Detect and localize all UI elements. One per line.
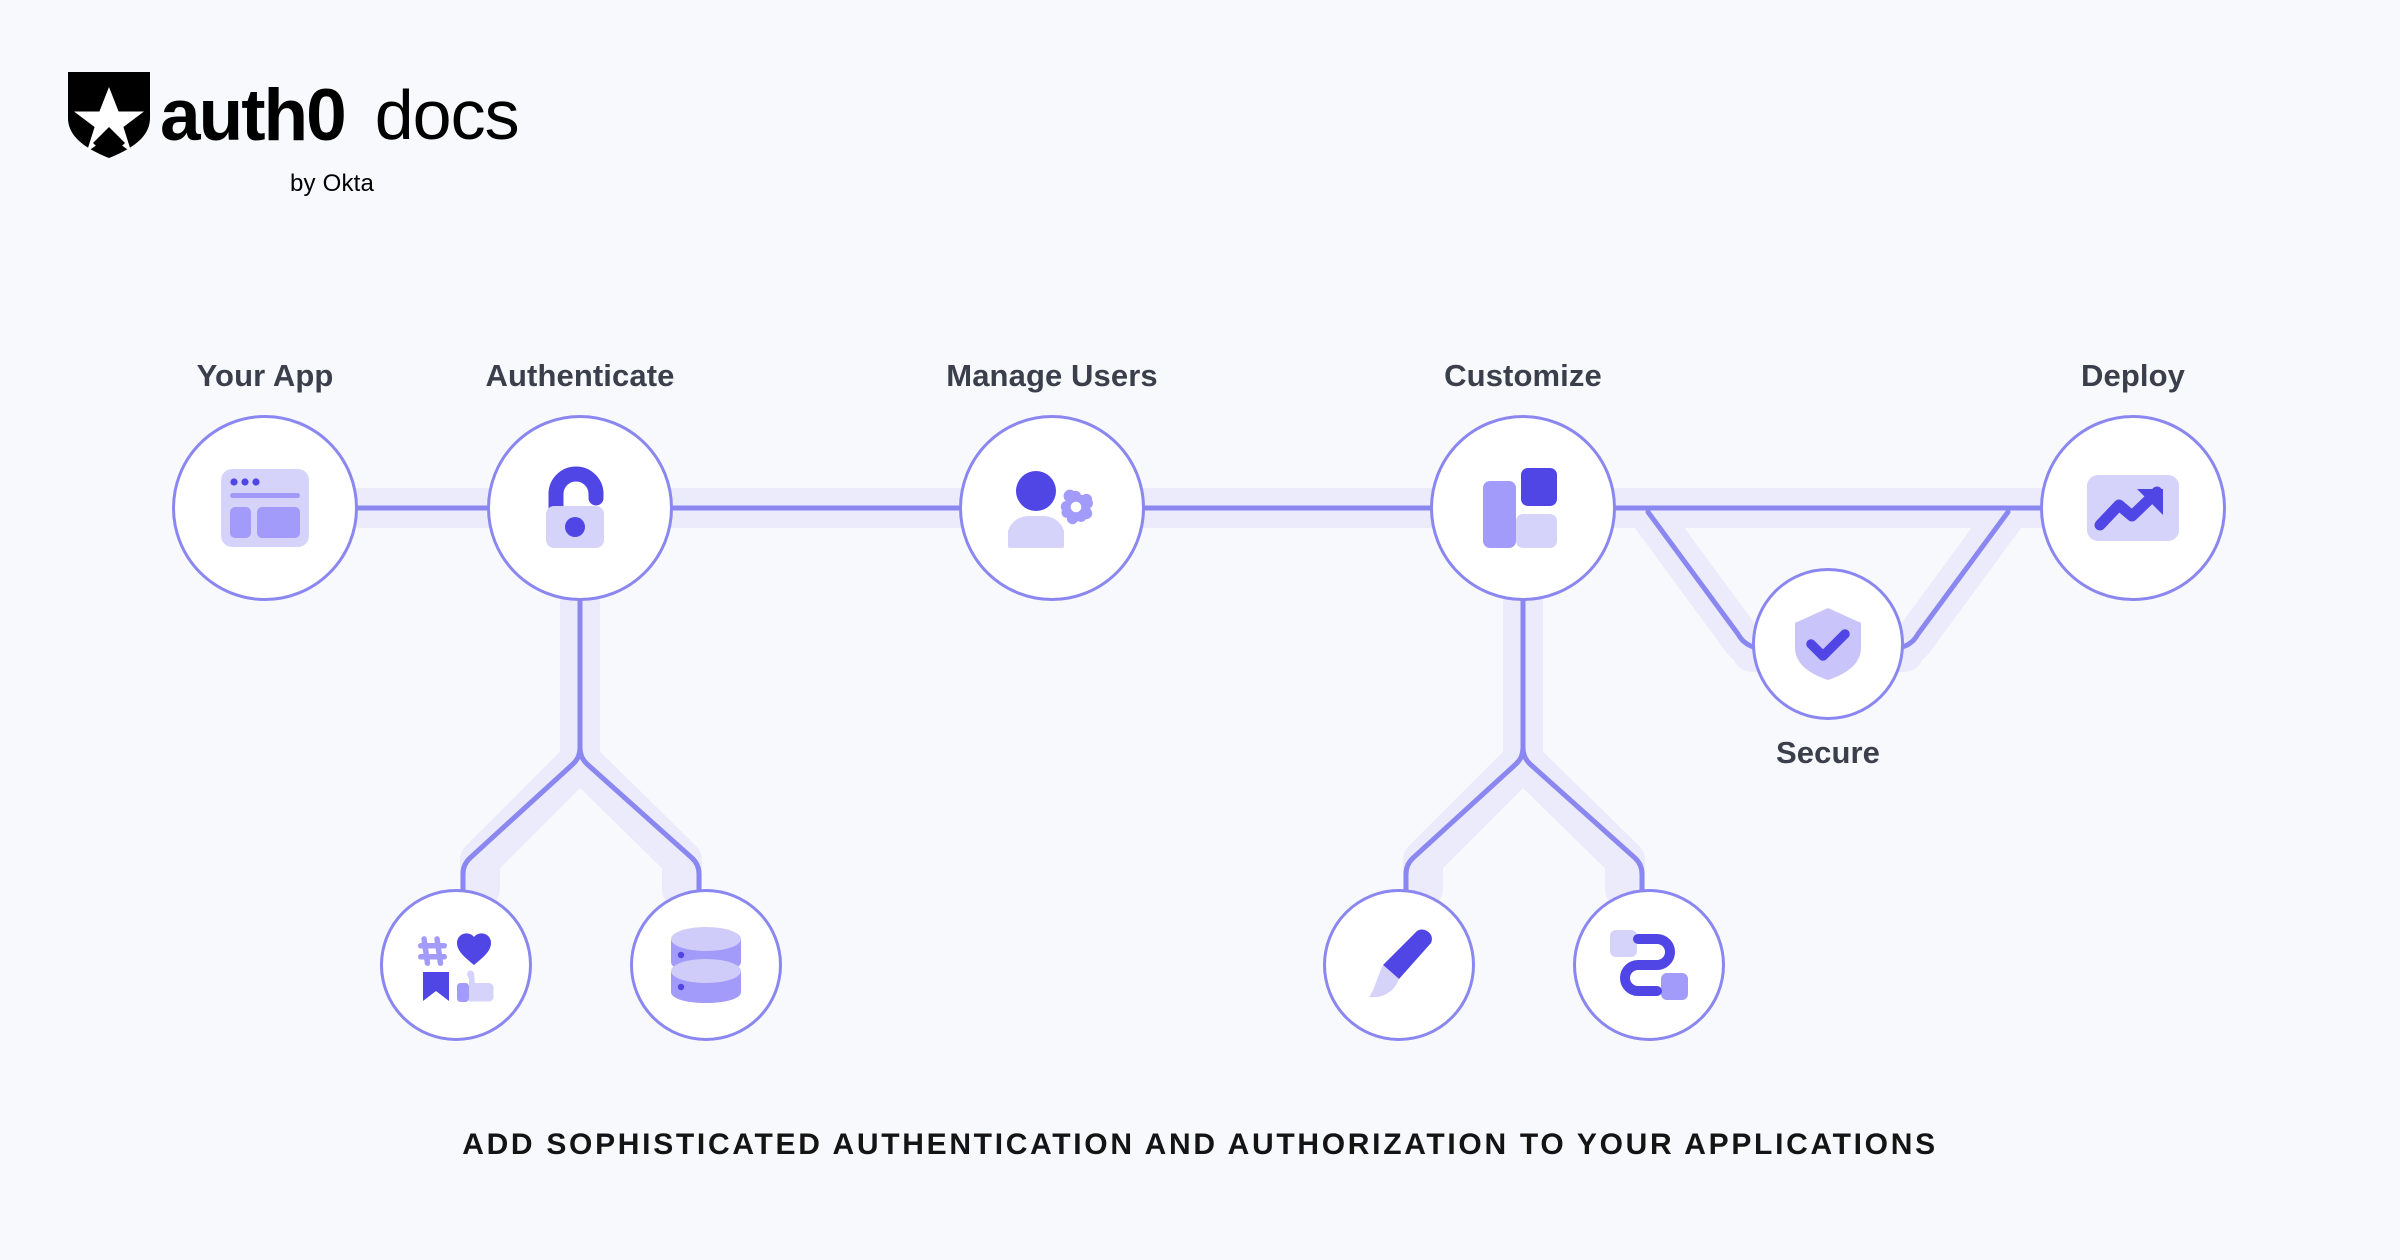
auth0-shield-star-icon	[68, 72, 150, 158]
docs-wordmark: docs	[374, 76, 520, 154]
node-deploy[interactable]	[2040, 415, 2226, 601]
node-label-authenticate: Authenticate	[485, 358, 675, 393]
auth0-wordmark: auth0	[160, 74, 347, 156]
workflow-icon	[1610, 930, 1688, 1000]
hash-icon	[418, 936, 447, 966]
unlock-icon	[546, 466, 604, 548]
bookmark-icon	[423, 972, 449, 1001]
node-branding[interactable]	[1323, 889, 1475, 1041]
node-your-app[interactable]	[172, 415, 358, 601]
database-icon	[671, 927, 741, 1003]
edge-customize-flows	[1520, 598, 1645, 895]
browser-window-icon	[221, 469, 309, 547]
social-reactions-icon	[418, 933, 494, 1002]
node-flows[interactable]	[1573, 889, 1725, 1041]
paintbrush-icon	[1369, 929, 1432, 998]
node-label-your-app: Your App	[196, 358, 334, 393]
connector-strokes	[352, 505, 2046, 895]
node-secure[interactable]	[1752, 568, 1904, 720]
user-gear-icon	[1008, 471, 1093, 548]
node-customize[interactable]	[1430, 415, 1616, 601]
node-label-manage-users: Manage Users	[946, 358, 1158, 393]
brand-header: auth0 docs by Okta	[68, 72, 520, 198]
node-authenticate[interactable]	[487, 415, 673, 601]
node-label-secure: Secure	[1776, 735, 1880, 770]
node-social-connections[interactable]	[380, 889, 532, 1041]
node-database[interactable]	[630, 889, 782, 1041]
caption: ADD SOPHISTICATED AUTHENTICATION AND AUT…	[462, 1128, 1938, 1161]
node-manage-users[interactable]	[959, 415, 1145, 601]
layout-blocks-icon	[1483, 468, 1557, 548]
node-label-customize: Customize	[1444, 358, 1602, 393]
brand-row: auth0 docs	[68, 72, 520, 158]
by-okta-tagline: by Okta	[290, 170, 375, 197]
trending-up-icon	[2087, 475, 2179, 541]
thumbs-up-icon	[457, 970, 494, 1002]
auth0-logo[interactable]: auth0	[68, 72, 347, 158]
shield-check-icon	[1795, 608, 1861, 680]
edge-authenticate-database	[577, 598, 702, 895]
heart-icon	[456, 933, 492, 965]
node-label-deploy: Deploy	[2081, 358, 2185, 393]
